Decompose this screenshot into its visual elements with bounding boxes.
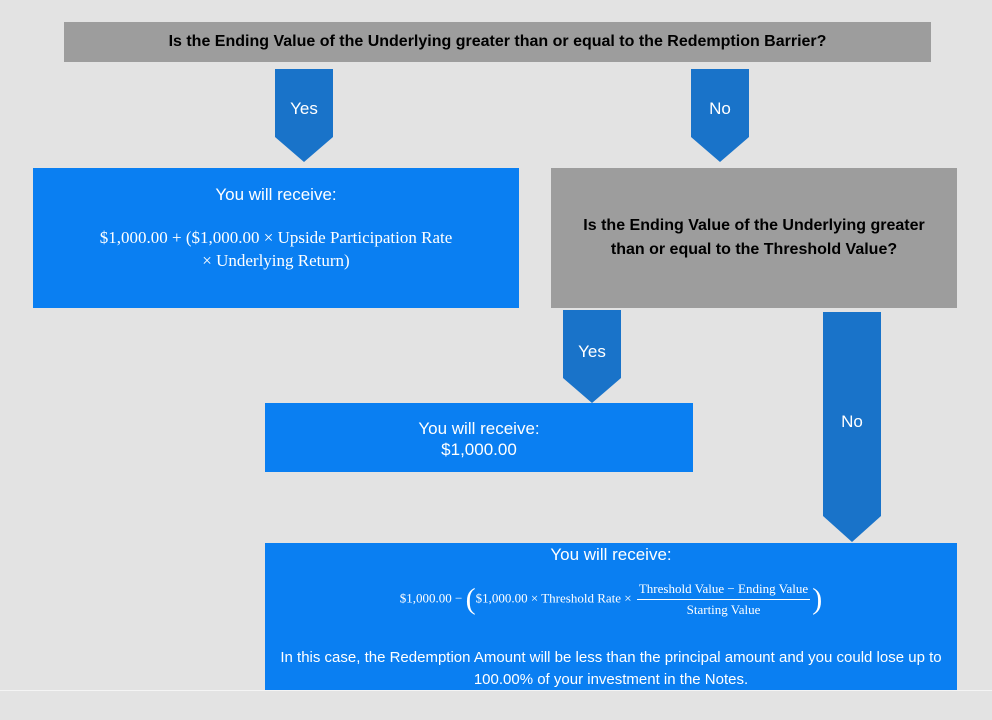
outcome-above-barrier-header: You will receive:: [215, 185, 337, 204]
formula-fraction: Threshold Value − Ending Value Starting …: [636, 581, 811, 618]
down-arrow-icon: [563, 310, 621, 403]
close-paren-icon: ): [812, 582, 823, 616]
fraction-numerator: Threshold Value − Ending Value: [636, 581, 811, 600]
fraction-denominator: Starting Value: [686, 602, 761, 617]
outcome-above-barrier-formula: $1,000.00 + ($1,000.00 × Upside Particip…: [33, 226, 519, 272]
formula-line-2: × Underlying Return): [202, 251, 350, 270]
outcome-above-threshold: You will receive: $1,000.00: [265, 403, 693, 472]
no-arrow-1-label: No: [709, 99, 731, 118]
outcome-below-threshold-note: In this case, the Redemption Amount will…: [280, 649, 942, 688]
outcome-below-threshold: You will receive: $1,000.00 − ($1,000.00…: [265, 543, 957, 691]
outcome-below-threshold-formula: $1,000.00 − ($1,000.00 × Threshold Rate …: [265, 581, 957, 618]
yes-arrow-2: Yes: [563, 310, 621, 403]
no-arrow-1: No: [691, 69, 749, 162]
outcome-above-barrier: You will receive: $1,000.00 + ($1,000.00…: [33, 168, 519, 308]
formula-prefix: $1,000.00 −: [399, 590, 463, 606]
down-arrow-icon: [691, 69, 749, 162]
yes-arrow-1: Yes: [275, 69, 333, 162]
outcome-above-threshold-header: You will receive:: [418, 419, 540, 438]
formula-line-1: $1,000.00 + ($1,000.00 × Upside Particip…: [99, 228, 453, 247]
outcome-above-threshold-amount: $1,000.00: [441, 440, 517, 459]
redemption-barrier-question: Is the Ending Value of the Underlying gr…: [64, 22, 931, 62]
redemption-barrier-question-text: Is the Ending Value of the Underlying gr…: [168, 33, 827, 50]
no-arrow-2-label: No: [841, 412, 863, 431]
outcome-below-threshold-header: You will receive:: [550, 545, 672, 564]
open-paren-icon: (: [465, 582, 476, 616]
down-arrow-icon: [823, 312, 881, 542]
bottom-divider: [0, 690, 992, 691]
down-arrow-icon: [275, 69, 333, 162]
threshold-value-question: Is the Ending Value of the Underlying gr…: [551, 168, 957, 308]
no-arrow-2: No: [823, 312, 881, 542]
yes-arrow-2-label: Yes: [578, 342, 606, 361]
yes-arrow-1-label: Yes: [290, 99, 318, 118]
formula-inner: $1,000.00 × Threshold Rate ×: [475, 590, 632, 606]
threshold-value-question-text: Is the Ending Value of the Underlying gr…: [583, 217, 925, 258]
